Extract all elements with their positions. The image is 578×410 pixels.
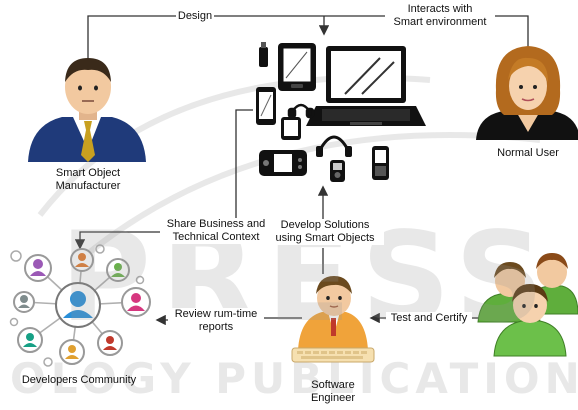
handheld-console-icon: [259, 150, 307, 176]
smart-devices: [256, 42, 426, 182]
user-label: Normal User: [497, 147, 559, 159]
engineer-figure: [291, 276, 375, 363]
manufacturer-figure: [28, 58, 146, 162]
test-team-figure: [477, 253, 578, 357]
tablet-icon: [278, 43, 316, 91]
edge-interacts-label: Interacts with Smart environment: [385, 3, 495, 29]
user-figure: [476, 46, 578, 140]
mini-tablet-icon: [281, 117, 301, 140]
edge-review-label: Review rum-time reports: [168, 308, 264, 334]
edge-develop-label: Develop Solutions using Smart Objects: [266, 219, 384, 245]
mp3-player-icon: [316, 135, 352, 182]
edge-test-label: Test and Certify: [386, 312, 472, 325]
laptop-icon: [306, 46, 426, 126]
edge-design-label: Design: [176, 10, 214, 23]
community-label: Developers Community: [21, 374, 137, 386]
edge-design-line: [87, 15, 176, 62]
smartphone-icon: [256, 87, 276, 125]
usb-stick-icon: [259, 42, 268, 67]
manufacturer-label: Smart Object Manufacturer: [55, 167, 121, 192]
edge-interacts-line: [485, 15, 529, 58]
community-network: [9, 244, 151, 367]
engineer-label: Software Engineer: [310, 379, 356, 404]
headphones-icon: [287, 103, 315, 119]
edge-share-label: Share Business and Technical Context: [160, 218, 272, 244]
mobile-phone-icon: [372, 146, 389, 180]
